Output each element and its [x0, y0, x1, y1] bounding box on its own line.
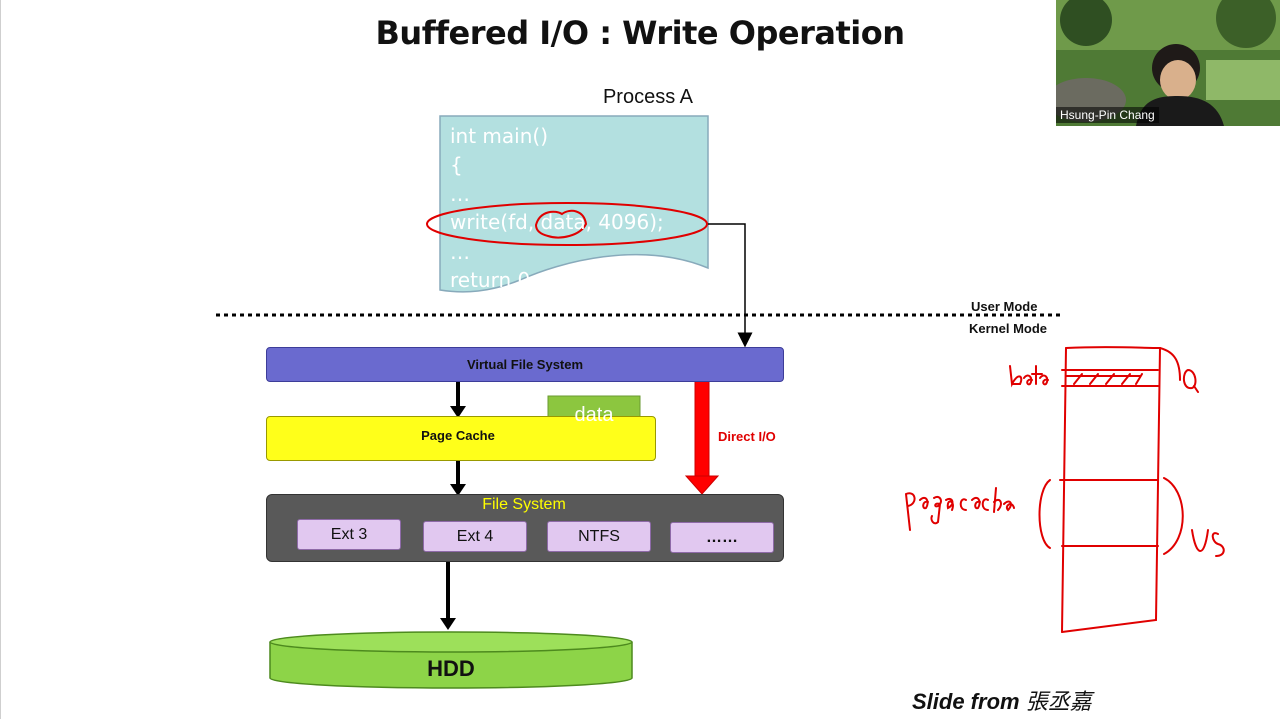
file-system-label: File System — [482, 496, 566, 513]
code-line: int main() — [450, 124, 549, 148]
hdd-cylinder-body — [269, 642, 633, 689]
code-line-write: write(fd, data, 4096); — [450, 210, 664, 234]
credit-prefix: Slide from — [912, 689, 1020, 714]
hdd-label: HDD — [427, 656, 475, 681]
data-note-label: data — [574, 404, 614, 426]
virtual-file-system-bar: Virtual File System — [266, 347, 784, 382]
webcam-video-tile[interactable]: Hsung-Pin Chang — [1056, 0, 1280, 126]
hdd-cylinder-top — [269, 631, 633, 653]
direct-io-arrow-head — [684, 475, 720, 495]
direct-io-arrow-shaft — [694, 380, 710, 478]
process-a-label: Process A — [602, 86, 694, 108]
handwritten-memory-sketch — [905, 346, 1225, 633]
slide-title: Buffered I/O : Write Operation — [375, 14, 905, 52]
annotation-data-mark — [534, 209, 588, 239]
code-line: { — [450, 153, 463, 177]
user-mode-label: User Mode — [971, 299, 1038, 314]
webcam-scene — [1056, 0, 1280, 126]
page-cache-label: Page Cache — [421, 428, 495, 443]
code-line: … — [450, 182, 470, 206]
code-line: return 0; — [450, 268, 537, 292]
credit-name: 張丞嘉 — [1025, 690, 1092, 715]
direct-io-label: Direct I/O — [718, 429, 776, 444]
slide-credit: Slide from 張丞嘉 — [912, 684, 1092, 716]
fs-item-more: …… — [670, 522, 774, 553]
webcam-participant-name: Hsung-Pin Chang — [1056, 107, 1159, 123]
fs-item-ntfs: NTFS — [547, 521, 651, 552]
kernel-mode-label: Kernel Mode — [969, 321, 1048, 336]
code-line: … — [450, 240, 470, 264]
annotation-write-ellipse — [426, 202, 708, 246]
fs-item-ext4: Ext 4 — [423, 521, 527, 552]
write-to-vfs-arrow — [708, 223, 753, 348]
fs-item-ext3: Ext 3 — [297, 519, 401, 550]
page-cache-bar — [266, 416, 656, 461]
